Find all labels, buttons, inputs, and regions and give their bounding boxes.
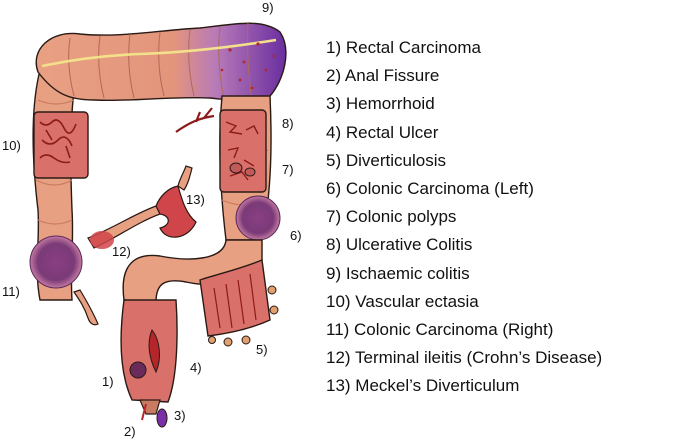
legend-item-11: 11) Colonic Carcinoma (Right) — [326, 316, 602, 344]
callout-6: 6) — [290, 228, 302, 243]
callout-4: 4) — [190, 360, 202, 375]
rectal-carcinoma — [130, 362, 146, 378]
hemorrhoid — [157, 409, 167, 427]
callout-13: 13) — [186, 192, 205, 207]
legend-item-4: 4) Rectal Ulcer — [326, 119, 602, 147]
legend-item-9: 9) Ischaemic colitis — [326, 260, 602, 288]
legend-item-8: 8) Ulcerative Colitis — [326, 231, 602, 259]
callout-11: 11) — [2, 284, 20, 299]
legend-item-5: 5) Diverticulosis — [326, 147, 602, 175]
legend-item-1: 1) Rectal Carcinoma — [326, 34, 602, 62]
callout-2: 2) — [124, 424, 136, 439]
callout-3: 3) — [174, 408, 186, 423]
legend-item-2: 2) Anal Fissure — [326, 62, 602, 90]
callout-8: 8) — [282, 116, 294, 131]
legend-item-10: 10) Vascular ectasia — [326, 288, 602, 316]
legend-item-13: 13) Meckel’s Diverticulum — [326, 372, 602, 400]
terminal-ileitis — [90, 231, 114, 249]
callout-9: 9) — [262, 0, 274, 15]
appendix — [74, 290, 98, 325]
colon-diagram: 1) 2) 3) 4) 5) 6) 7) 8) 9) 10) 11) 12) 1… — [0, 0, 320, 440]
callout-5: 5) — [256, 342, 268, 357]
mesenteric-vessels — [176, 108, 214, 132]
legend-item-6: 6) Colonic Carcinoma (Left) — [326, 175, 602, 203]
legend-item-3: 3) Hemorrhoid — [326, 90, 602, 118]
legend-item-12: 12) Terminal ileitis (Crohn’s Disease) — [326, 344, 602, 372]
legend: 1) Rectal Carcinoma 2) Anal Fissure 3) H… — [326, 34, 602, 401]
callout-1: 1) — [102, 374, 114, 389]
small-bowel-stump — [178, 166, 192, 190]
callout-7: 7) — [282, 162, 294, 177]
colonic-carcinoma-right — [30, 236, 82, 288]
colonic-carcinoma-left — [236, 196, 280, 240]
callout-12: 12) — [112, 244, 131, 259]
callout-10: 10) — [2, 138, 21, 153]
legend-item-7: 7) Colonic polyps — [326, 203, 602, 231]
